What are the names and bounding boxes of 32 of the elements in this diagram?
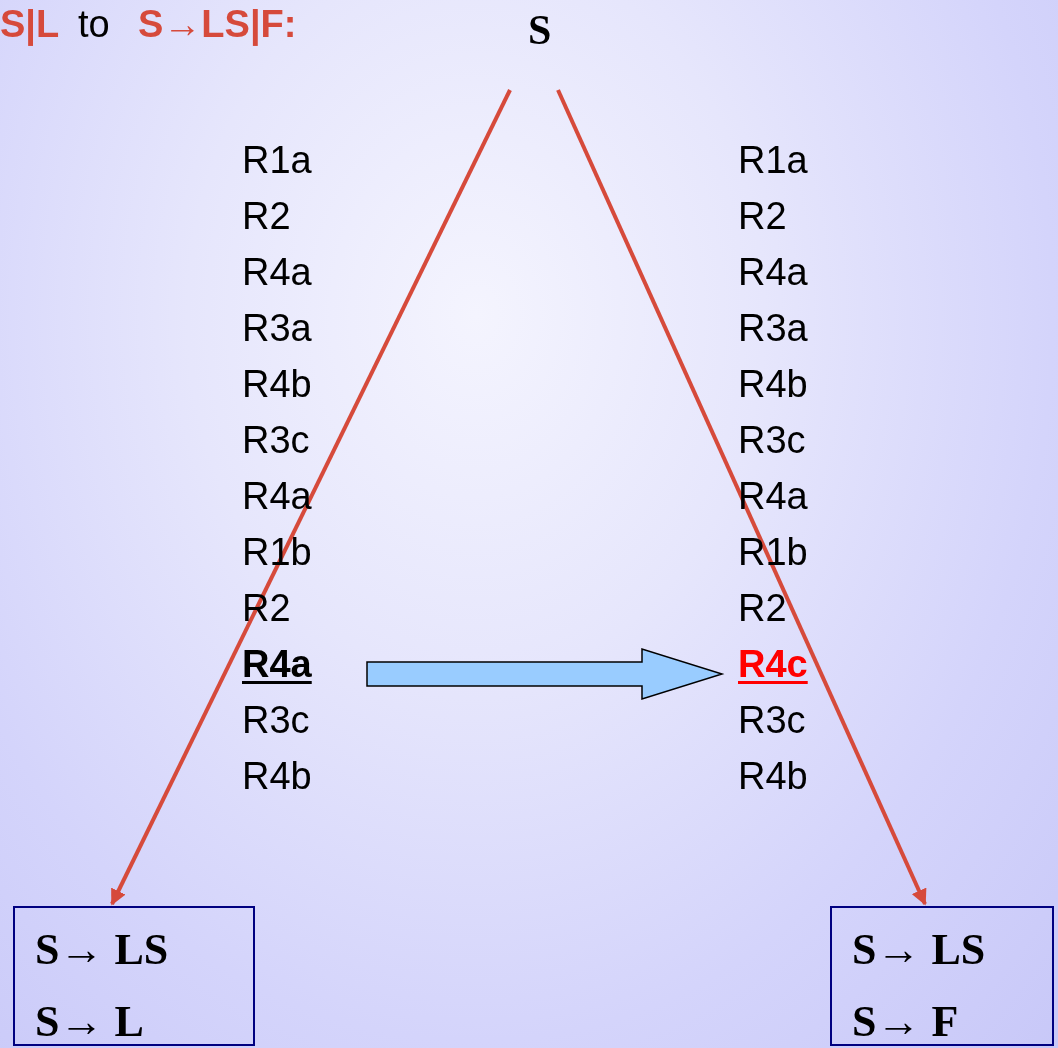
rule-name: R1a [242, 138, 312, 182]
production-rule: S→ LS [35, 924, 170, 976]
title-text: to [78, 2, 110, 46]
rule-name: R3c [242, 418, 310, 462]
highlighted-rule: R4a [242, 642, 312, 686]
rule-name: R4a [738, 250, 808, 294]
rule-name: R3a [738, 306, 808, 350]
arrow [556, 89, 927, 906]
start-symbol: S [528, 6, 552, 54]
rule-name: R4a [738, 474, 808, 518]
rule-name: R4b [738, 362, 808, 406]
rule-name: R4b [242, 754, 312, 798]
title-text: S→LS|F: [138, 2, 297, 46]
block-arrow [366, 647, 725, 701]
highlighted-rule: R4c [738, 642, 808, 686]
rule-name: R4a [242, 250, 312, 294]
rule-name: R3c [242, 698, 310, 742]
rule-name: R1a [738, 138, 808, 182]
rule-name: R2 [738, 586, 787, 630]
production-rule: S→ F [852, 996, 960, 1048]
production-rule: S→ L [35, 996, 145, 1048]
title-text: S|L [0, 2, 60, 46]
arrow [110, 89, 512, 906]
rule-name: R3c [738, 418, 806, 462]
rule-name: R4b [242, 362, 312, 406]
production-rule: S→ LS [852, 924, 987, 976]
rule-name: R3a [242, 306, 312, 350]
rule-name: R3c [738, 698, 806, 742]
rule-name: R4a [242, 474, 312, 518]
rule-name: R2 [738, 194, 787, 238]
rule-name: R2 [242, 194, 291, 238]
rule-name: R4b [738, 754, 808, 798]
